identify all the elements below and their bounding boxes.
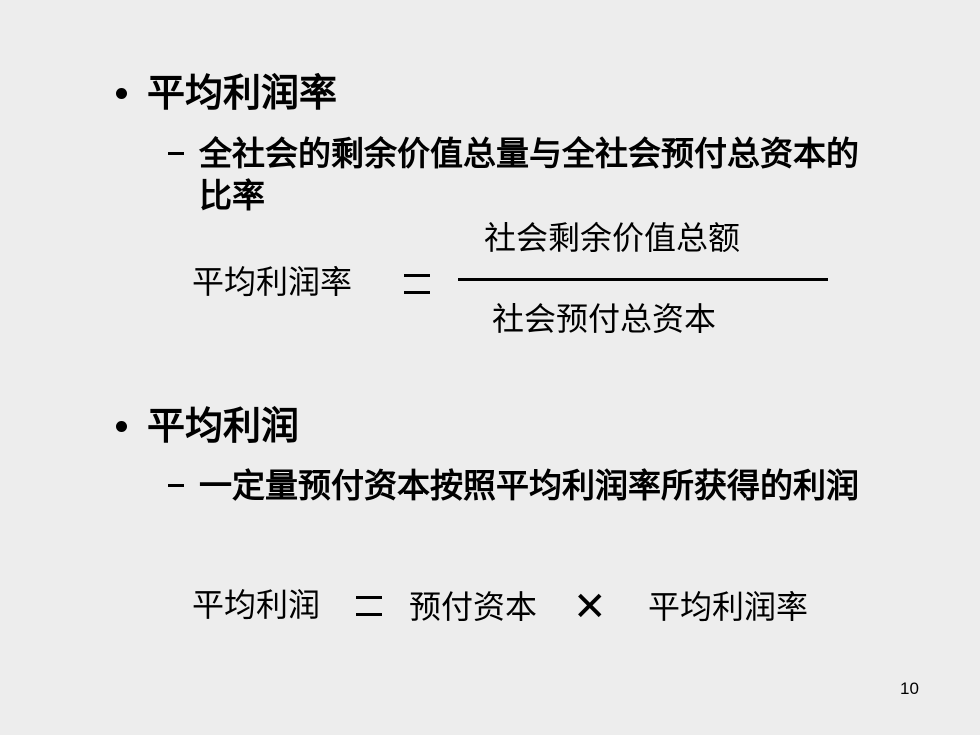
times-icon: ✕ <box>573 584 607 630</box>
bullet-item-2: 平均利润 <box>116 407 299 445</box>
fraction-bar <box>458 278 828 281</box>
formula2-factor1: 预付资本 <box>409 588 538 626</box>
sub-text-2: 一定量预付资本按照平均利润率所获得的利润 <box>199 466 859 505</box>
sub-item-2: 一定量预付资本按照平均利润率所获得的利润 <box>168 465 889 507</box>
formula2-lhs: 平均利润 <box>192 586 321 624</box>
bullet-item-1: 平均利润率 <box>116 74 337 112</box>
bullet-title-1: 平均利润率 <box>147 71 338 115</box>
formula1-numerator: 社会剩余价值总额 <box>484 219 741 257</box>
sub-item-1: 全社会的剩余价值总量与全社会预付总资本的比率 <box>168 133 889 217</box>
page-number: 10 <box>900 679 919 698</box>
bullet-dot-icon <box>116 420 127 432</box>
bullet-title-2: 平均利润 <box>147 404 300 448</box>
equals-sign-1 <box>404 274 430 294</box>
dash-icon <box>168 152 184 155</box>
formula1-denominator: 社会预付总资本 <box>492 300 717 338</box>
equals-sign-2 <box>356 596 382 616</box>
formula2-factor2: 平均利润率 <box>648 588 809 626</box>
formula1-lhs: 平均利润率 <box>192 263 353 301</box>
dash-icon <box>168 484 184 487</box>
bullet-dot-icon <box>116 87 127 99</box>
sub-text-1: 全社会的剩余价值总量与全社会预付总资本的比率 <box>199 134 859 215</box>
